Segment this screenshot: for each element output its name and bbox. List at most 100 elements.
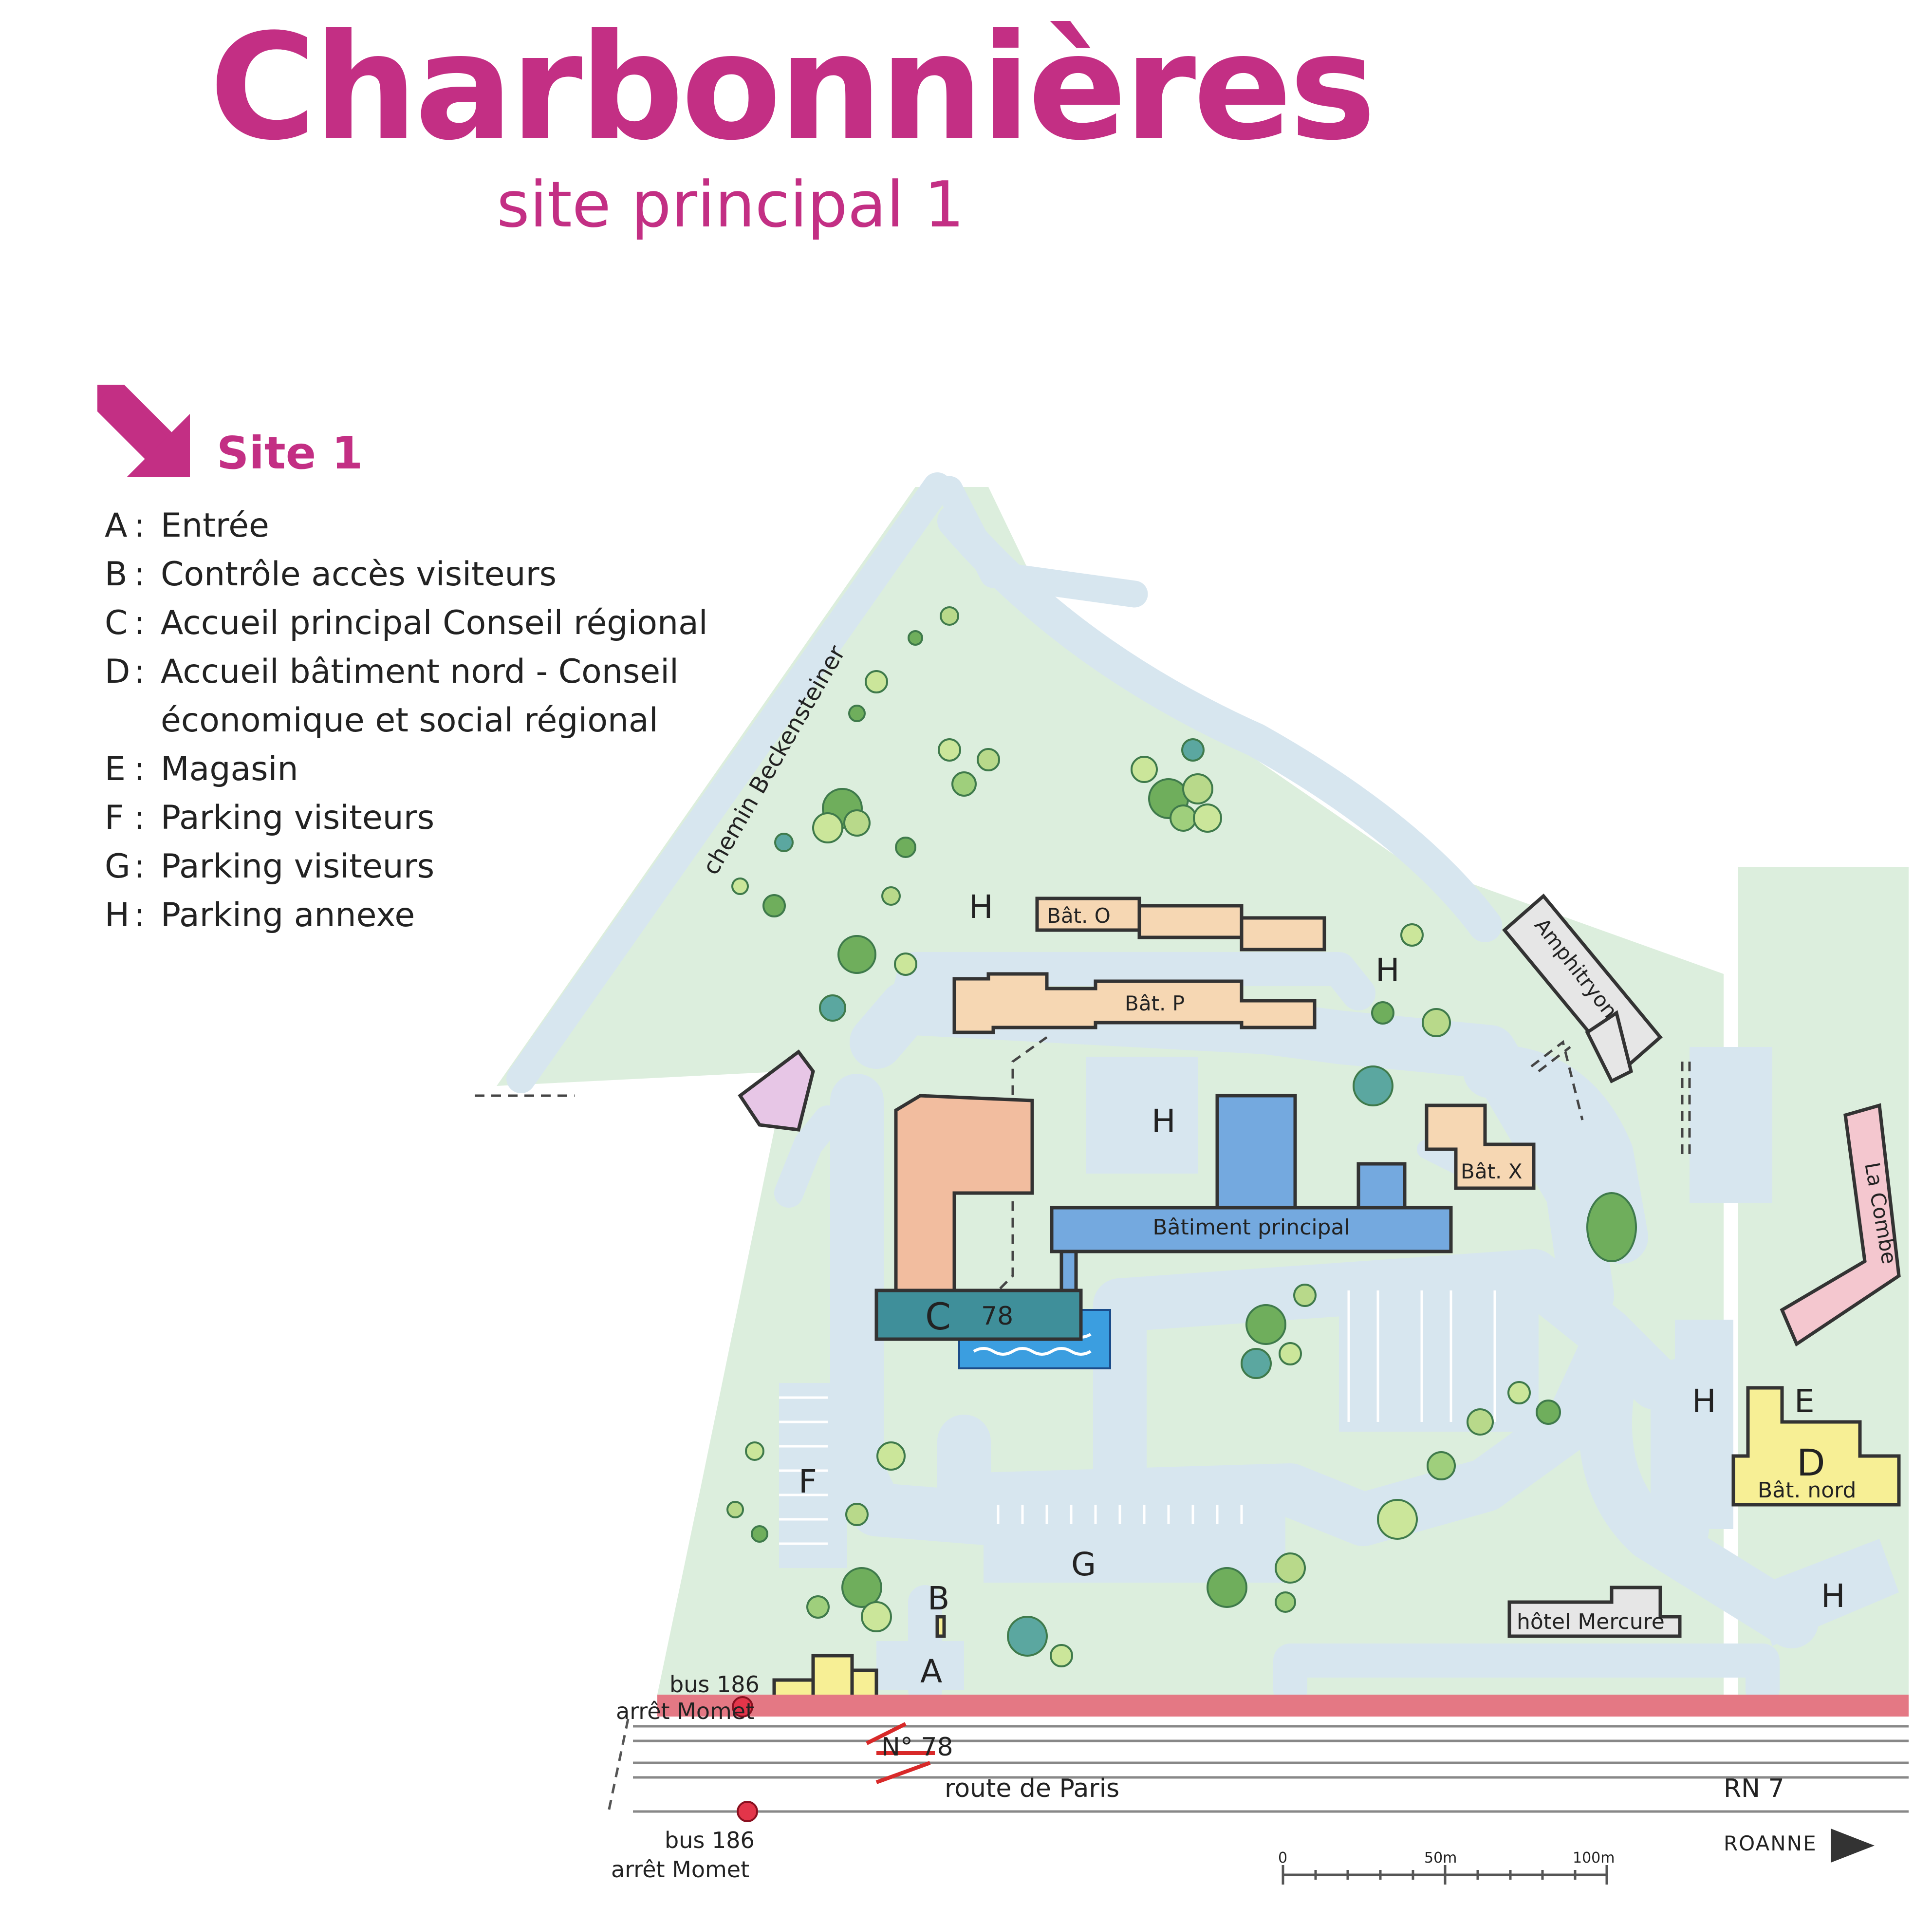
road-mid [1093,1249,1682,1410]
legend-text: Accueil bâtiment nord - Conseil économiq… [161,653,679,740]
legend-separator: : [134,604,145,642]
direction-label: ROANNE [1724,1831,1817,1855]
legend-text: Parking visiteurs [161,799,435,837]
building-hotel [1507,1586,1682,1638]
building-bat-p-label: Bât. P [1125,991,1185,1015]
label-d: D [1797,1441,1825,1484]
route-de-paris [607,1695,1909,1813]
label-b: B [928,1580,949,1617]
parking-h-mid [1339,1276,1539,1432]
page-subtitle: site principal 1 [497,168,965,242]
label-c: C [925,1295,951,1338]
parking-f [779,1383,847,1568]
building-hotel-label: hôtel Mercure [1517,1609,1665,1634]
road-west-entry [774,1105,842,1208]
legend-key: B [105,555,128,594]
label-g: G [1071,1546,1096,1583]
legend-text: Parking visiteurs [161,847,435,886]
legend-item: C: Accueil principal Conseil régional [105,599,777,648]
legend-item: G: Parking visiteurs [105,842,777,891]
legend-key: D [105,653,130,691]
bus-line-label: bus 186 [669,1671,760,1698]
street-route-label: route de Paris [945,1774,1119,1803]
label-a: A [920,1653,942,1690]
legend-item: F: Parking visiteurs [105,794,777,842]
parking-e [1675,1320,1733,1529]
building-principal [1050,1206,1453,1253]
legend-text: Contrôle accès visiteurs [161,555,557,594]
bus-stop-icon [737,1801,758,1822]
legend-key: F [105,799,124,837]
legend-separator: : [134,750,145,788]
legend-list: A: Entrée B: Contrôle accès visiteurs C: Ac… [105,502,777,940]
road-hotel [1273,1644,1780,1707]
scale-label-100: 100m [1573,1849,1615,1867]
arrow-right-icon [1831,1829,1875,1863]
building-bat-p [952,972,1317,1034]
parking-g [984,1500,1285,1583]
parking-stalls [779,1290,1496,1545]
parking-h-southeast [1753,1539,1899,1646]
bus-stop-label-south: arrêt Momet [611,1856,749,1883]
road-south [937,1332,1629,1546]
building-c [874,1289,1083,1341]
building-bat-nord [1731,1386,1901,1507]
building-bat-o-2 [1137,904,1244,939]
legend-heading: Site 1 [217,427,363,479]
scale-bar [1282,1865,1608,1885]
building-la-combe [1780,1103,1901,1347]
label-h-center: H [1152,1102,1176,1140]
site-arrow-icon [97,385,190,477]
road-chemin [506,472,952,1093]
bus-stop-label: arrêt Momet [616,1698,754,1724]
legend-separator: : [134,847,145,886]
scale-label-0: 0 [1278,1849,1287,1867]
legend-item: B: Contrôle accès visiteurs [105,550,777,599]
legend-key: E [105,750,126,788]
legend-key: H [105,896,130,934]
parking-h-center [1086,1057,1198,1174]
building-bat-o-3 [1240,916,1326,952]
building-principal-label: Bâtiment principal [1152,1215,1350,1240]
building-principal-stub [1059,1250,1078,1292]
legend-text: Parking annexe [161,896,415,934]
building-bat-nord-label: Bât. nord [1758,1478,1856,1503]
legend-item: D: Accueil bâtiment nord - Conseil économ… [105,648,777,745]
label-f: F [799,1463,817,1500]
legend-item: H: Parking annexe [105,891,777,940]
label-e: E [1794,1382,1815,1420]
legend-separator: : [134,653,145,691]
legend-separator: : [134,555,145,594]
building-amphitryon-tail [1585,1010,1634,1083]
buildings [738,893,1901,1716]
road-p-loop [889,952,1375,1025]
legend-item: E: Magasin [105,745,777,794]
building-bat-o-1 [1035,896,1141,932]
legend-separator: : [134,799,145,837]
legend-key: A [105,506,128,545]
parking-a [876,1641,964,1690]
legend-key: C [105,604,128,642]
legend-key: G [105,847,130,886]
building-blue-tower [1215,1094,1297,1210]
legend-text: Magasin [161,750,298,788]
bus-stops [732,1696,758,1822]
legend-separator: : [134,506,145,545]
building-pink-small [738,1049,815,1132]
building-bat-x [1425,1103,1536,1190]
bus-line-label-south: bus 186 [665,1827,755,1853]
trees [726,606,1637,1667]
road-northeast [937,504,1502,942]
legend-separator: : [134,896,145,934]
bus-stop-icon [732,1696,753,1718]
building-blue-annex [1356,1162,1407,1214]
legend-text: Accueil principal Conseil régional [161,604,708,642]
label-h-east: H [1692,1382,1716,1420]
road-east [1463,1045,1648,1264]
label-h-north: H [969,888,993,926]
parking-h-east [1690,1047,1772,1203]
roads [506,472,1819,1707]
scale-label-50: 50m [1424,1849,1457,1867]
legend-text: Entrée [161,506,269,545]
